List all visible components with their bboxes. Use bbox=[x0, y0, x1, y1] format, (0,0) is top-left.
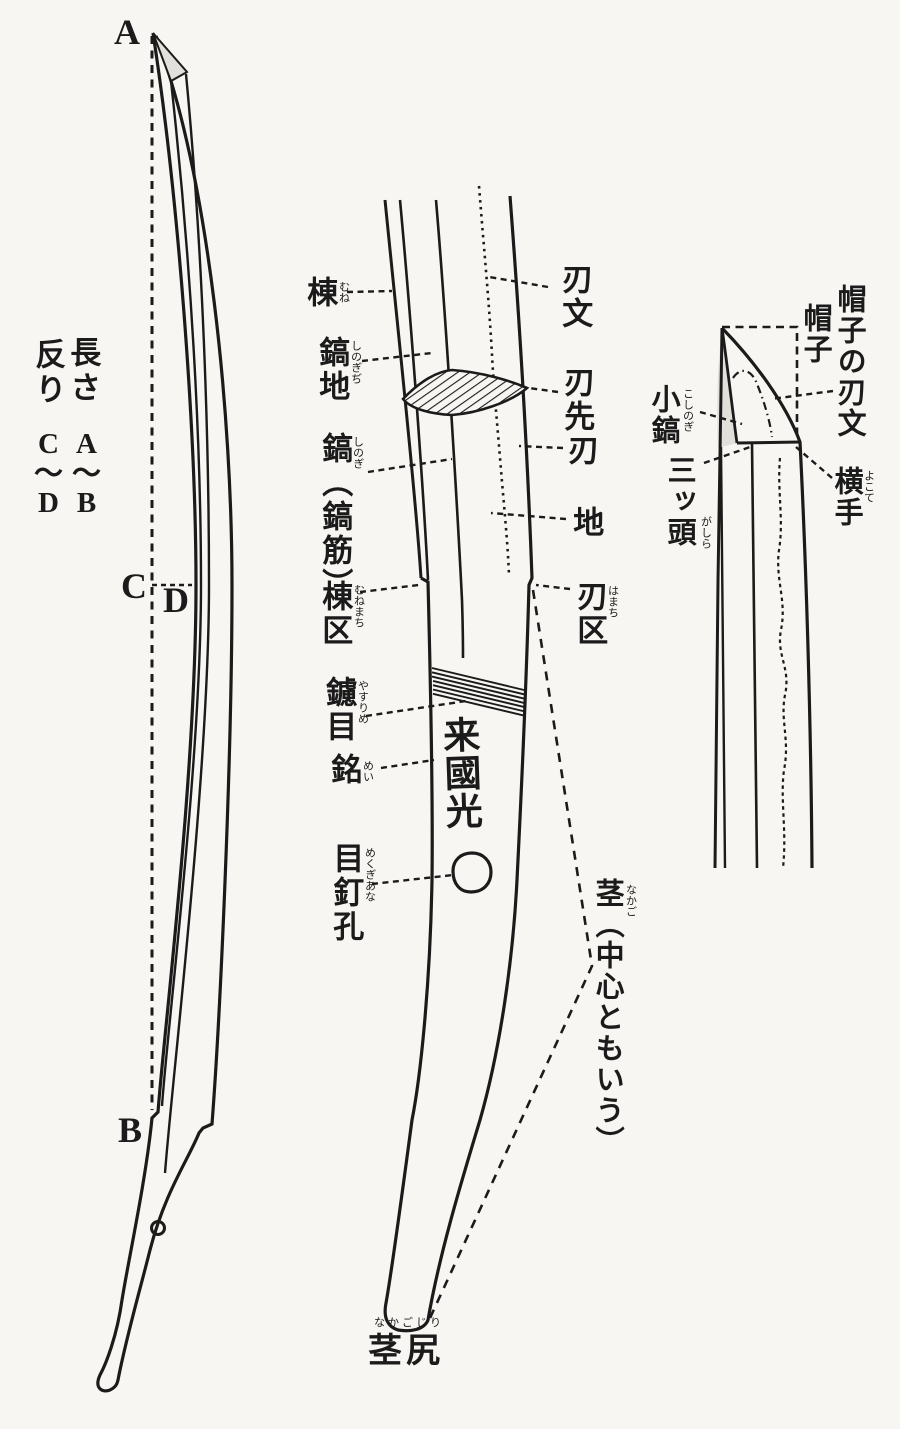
kissaki-mune-line bbox=[713, 327, 724, 869]
leader-ji bbox=[490, 511, 567, 521]
hamon-label: 刃文 bbox=[557, 263, 593, 331]
sori-range-to: D bbox=[38, 487, 59, 520]
kissaki-figure bbox=[713, 325, 814, 869]
shinogiji-label: 鎬地 bbox=[314, 336, 350, 404]
koshinogi-furigana: こしのぎ bbox=[681, 388, 694, 432]
mekugiana-label: 目釘孔 bbox=[328, 842, 364, 944]
nagasa-range-to: B bbox=[76, 487, 97, 520]
leader-shinogiji bbox=[361, 351, 433, 363]
kissaki-hamon-line bbox=[777, 457, 788, 869]
sori-range-tilde: 〜 bbox=[34, 457, 64, 490]
yasurime-file-marks bbox=[431, 667, 526, 717]
yokote-line bbox=[736, 440, 801, 445]
point-label-d: D bbox=[163, 580, 189, 620]
yasurime-furigana: やすりめ bbox=[356, 680, 369, 724]
leader-hamon bbox=[488, 275, 549, 289]
sori-range-from: C bbox=[38, 428, 59, 460]
leader-yokote bbox=[795, 446, 833, 479]
hasaki-label: 刃先 bbox=[559, 366, 595, 434]
label-leader-lines bbox=[346, 275, 834, 886]
leader-ha bbox=[518, 444, 564, 450]
leader-hamachi bbox=[535, 583, 571, 591]
boshi-hamon-line bbox=[732, 369, 774, 438]
mekugiana-furigana: めくぎあな bbox=[363, 847, 376, 902]
mei-furigana: めい bbox=[361, 760, 374, 782]
yokote-furigana: よこて bbox=[862, 470, 875, 503]
nakago-extent-dashes bbox=[428, 589, 594, 1319]
leader-hasaki bbox=[528, 386, 559, 394]
kissaki-shinogi-line bbox=[750, 443, 759, 869]
mei-inscription-rai-kunimitsu: 来國光 bbox=[436, 715, 481, 831]
nakago-label: 茎（中心ともいう） bbox=[591, 878, 624, 1157]
nagasa-range-from: A bbox=[76, 428, 97, 460]
mekugi-ana-hole bbox=[451, 851, 493, 894]
blade-cross-section bbox=[401, 368, 530, 417]
shinogiji-furigana: しのぎぢ bbox=[349, 340, 362, 384]
leader-mitsugashira bbox=[703, 444, 754, 465]
point-label-a: A bbox=[114, 12, 140, 52]
hamachi-label: 刃区 bbox=[572, 580, 608, 648]
shinogisuji-furigana: しのぎ bbox=[351, 436, 364, 469]
nakagojiri-label: 茎尻 bbox=[368, 1333, 444, 1370]
mitsugashira-label: 三ッ頭 bbox=[663, 455, 696, 548]
boshi-no-hamon-label: 帽子の刃文 bbox=[833, 284, 866, 439]
mune-ridge-line bbox=[160, 80, 203, 1107]
leader-boshi-no-hamon bbox=[770, 389, 834, 401]
mekugi-ana-hole-small bbox=[150, 1220, 166, 1236]
sori-range-cd: C 〜 D bbox=[34, 428, 64, 520]
leader-shinogisuji bbox=[367, 457, 453, 474]
yokote-label: 横手 bbox=[830, 466, 863, 528]
boshi-box-dashes bbox=[722, 325, 799, 442]
leader-mekugiana bbox=[371, 873, 454, 886]
sori-curvature-label: 反り bbox=[30, 338, 66, 408]
nakago-furigana: なかご bbox=[624, 884, 637, 917]
nakagojiri-furigana: なかごじり bbox=[374, 1317, 444, 1329]
shinogisuji-label: 鎬（鎬筋） bbox=[317, 432, 353, 602]
sword-outline bbox=[96, 32, 234, 1393]
mune-furigana: むね bbox=[337, 281, 350, 303]
ji-label: 地 bbox=[568, 506, 604, 540]
shinogi-ridge-line bbox=[163, 73, 211, 1174]
point-label-c: C bbox=[121, 566, 147, 606]
mune-outer-line bbox=[383, 199, 423, 579]
ha-label: 刃 bbox=[563, 434, 599, 468]
tang-and-edge-outline bbox=[383, 195, 534, 1333]
yasurime-label: 鑢目 bbox=[321, 676, 357, 744]
mei-label: 銘 bbox=[326, 753, 362, 787]
leader-mei bbox=[380, 758, 435, 770]
mune-label: 棟 bbox=[302, 276, 338, 310]
leader-yasurime bbox=[365, 699, 467, 718]
shinogi-line bbox=[434, 199, 465, 659]
nagasa-range-tilde: 〜 bbox=[72, 457, 102, 490]
point-label-b: B bbox=[118, 1110, 143, 1150]
boshi-label: 帽子 bbox=[799, 303, 832, 365]
hamachi-furigana: はまち bbox=[606, 585, 619, 618]
fukura-edge-line bbox=[720, 326, 814, 869]
koshinogi-line bbox=[720, 327, 739, 444]
leader-mune bbox=[346, 289, 393, 294]
kissaki-mune-inner bbox=[719, 446, 727, 869]
full-sword-figure bbox=[96, 32, 234, 1393]
leader-koshinogi bbox=[699, 410, 743, 426]
leader-munemachi bbox=[359, 583, 420, 594]
nagasa-range-ab: A 〜 B bbox=[72, 428, 102, 520]
mitsugashira-furigana: がしら bbox=[699, 516, 712, 549]
koshinogi-label: 小鎬 bbox=[647, 384, 680, 446]
munemachi-label: 棟区 bbox=[317, 580, 353, 648]
kissaki-face bbox=[152, 32, 189, 83]
nagasa-length-label: 長さ bbox=[65, 336, 101, 406]
blade-section-figure bbox=[383, 185, 594, 1333]
munemachi-furigana: むねまち bbox=[352, 584, 365, 628]
